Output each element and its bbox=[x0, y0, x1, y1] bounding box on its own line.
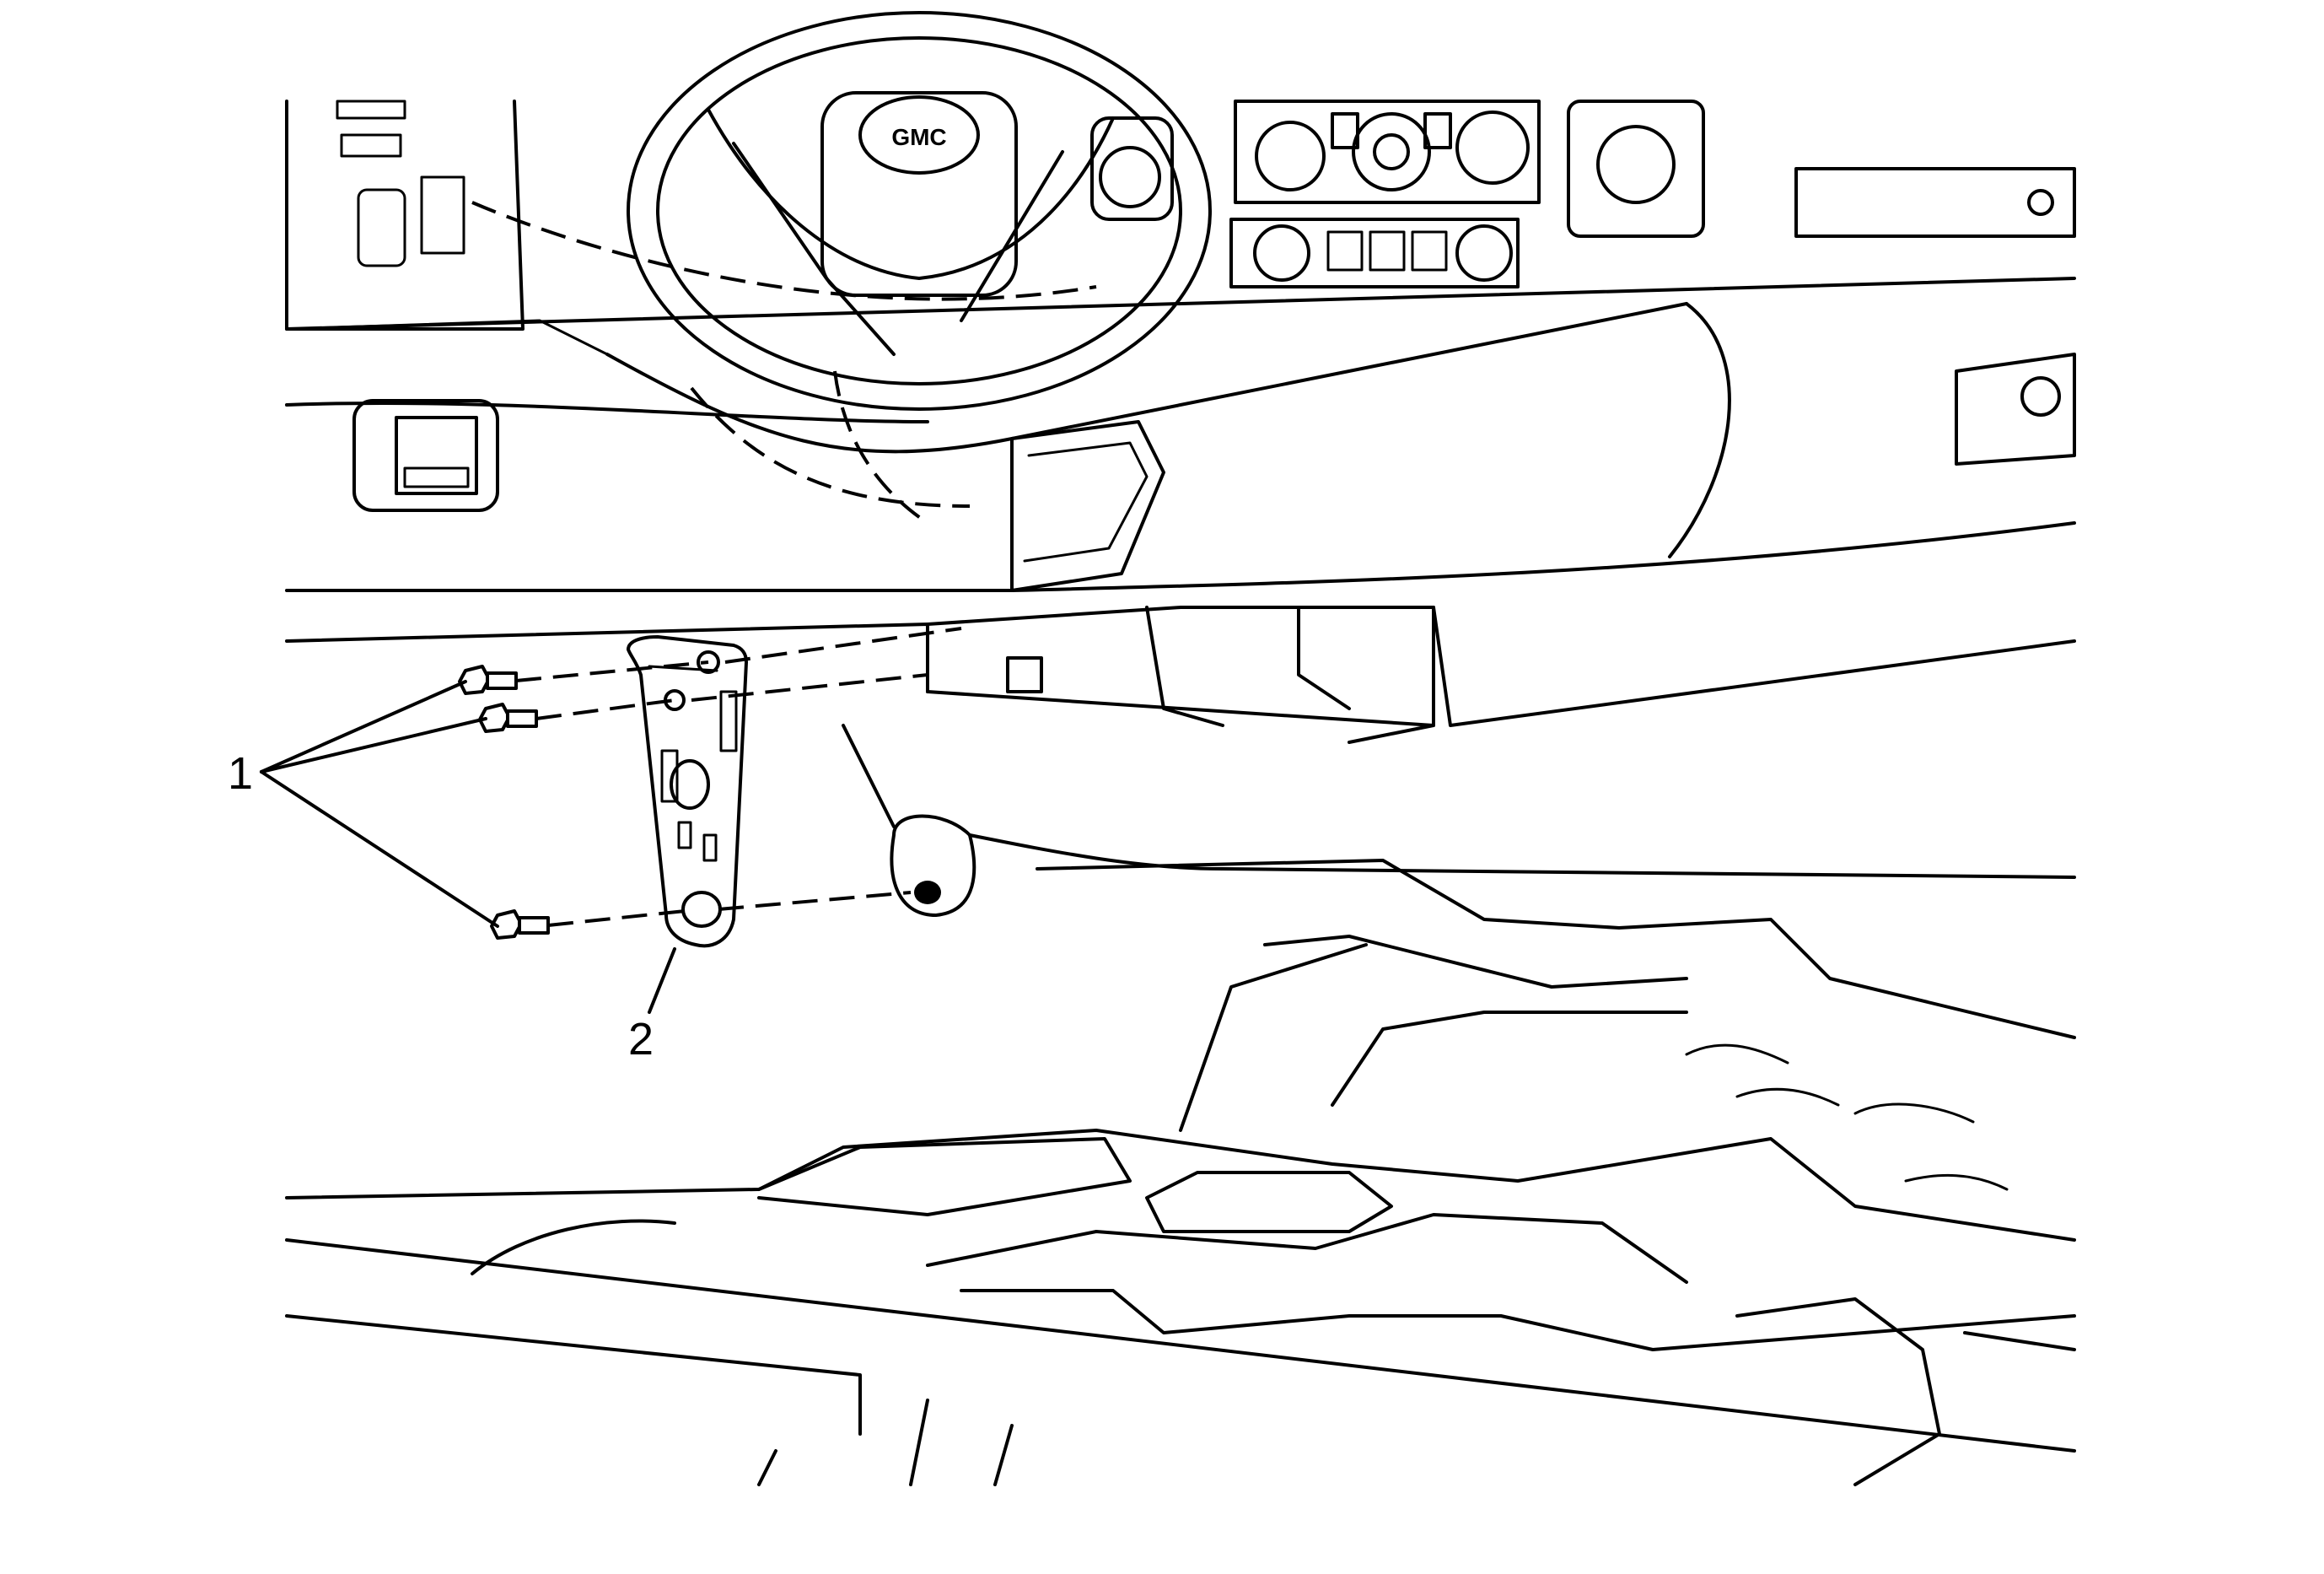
logo-text: GMC bbox=[891, 124, 946, 150]
lower-dash-structure bbox=[285, 606, 2076, 917]
bolt-middle bbox=[478, 703, 538, 733]
mounting-bracket bbox=[627, 635, 748, 948]
mount-hole bbox=[914, 881, 941, 904]
callout-label-2: 2 bbox=[628, 1014, 654, 1065]
callout-label-1: 1 bbox=[228, 748, 253, 799]
bolt-lower bbox=[490, 909, 550, 940]
pad-support bbox=[890, 814, 976, 917]
installation-lines bbox=[515, 627, 962, 927]
bracket-nut-icon bbox=[670, 759, 710, 810]
bolts bbox=[458, 665, 550, 940]
callout-2: 2 bbox=[628, 947, 676, 1065]
center-stack bbox=[1090, 100, 2076, 288]
gmc-emblem-icon bbox=[858, 95, 980, 175]
bolt-upper bbox=[458, 665, 518, 695]
instrument-panel: GMC bbox=[285, 11, 2076, 592]
bracket-upper-hole bbox=[697, 650, 720, 674]
callout-1: 1 bbox=[228, 680, 499, 928]
floor-console bbox=[285, 859, 2076, 1486]
steering-wheel: GMC bbox=[627, 11, 1212, 411]
